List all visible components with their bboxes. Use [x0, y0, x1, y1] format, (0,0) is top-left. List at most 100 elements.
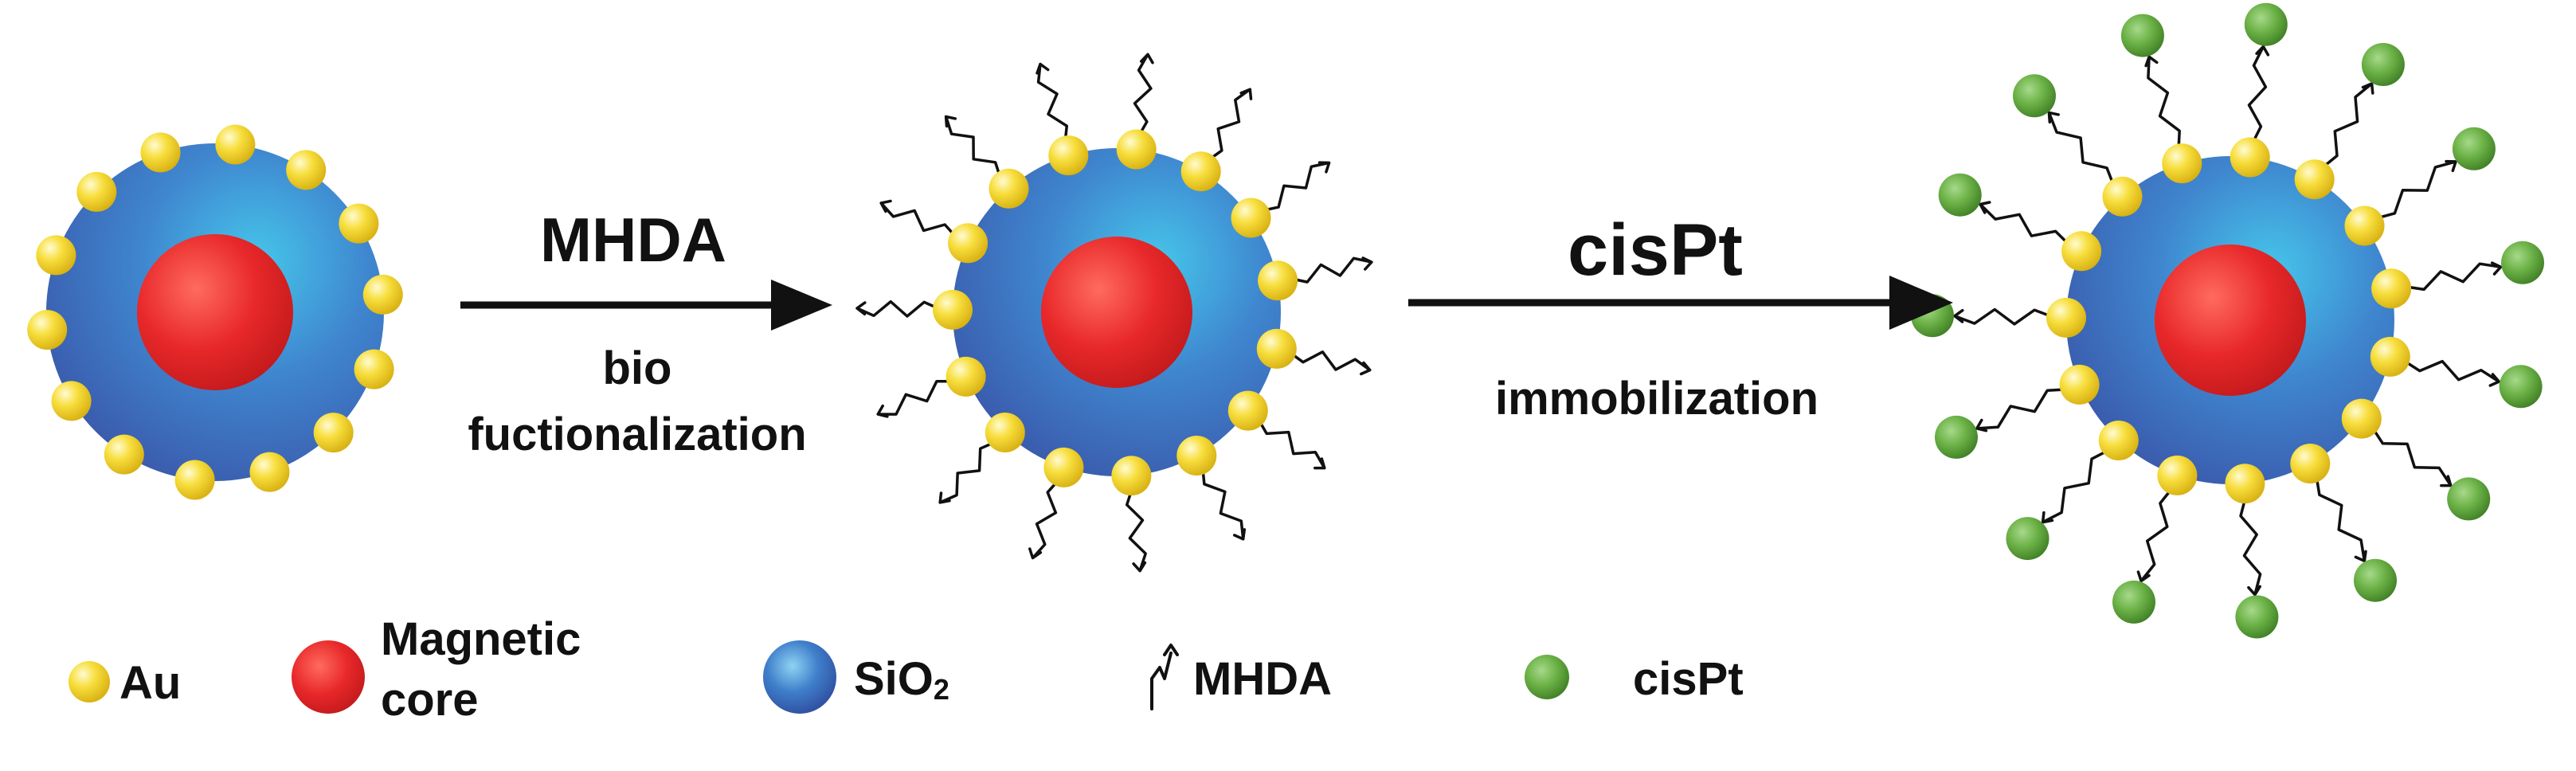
mhda-ligand — [2373, 159, 2457, 221]
cispt-molecule — [2120, 14, 2164, 57]
gold-nanoparticle — [2059, 364, 2100, 405]
legend-label-cispt: cisPt — [1633, 653, 1744, 705]
mhda-ligand — [1975, 388, 2070, 432]
gold-nanoparticle — [1258, 260, 1298, 301]
mhda-ligand — [2144, 55, 2181, 154]
mhda-ligand — [1205, 88, 1253, 163]
cispt-molecule — [2452, 127, 2496, 170]
legend-item-sio2: SiO2 — [763, 640, 949, 714]
mhda-ligand — [2239, 494, 2262, 597]
magnetic-core — [2155, 245, 2306, 396]
magnetic-core-icon — [292, 640, 365, 714]
legend-label-core-line1: Magnetic — [381, 613, 581, 665]
mhda-ligand — [938, 440, 999, 504]
gold-nanoparticle — [2225, 464, 2265, 504]
mhda-ligand — [1286, 350, 1372, 376]
gold-nanoparticle — [1231, 198, 1271, 238]
gold-nanoparticle — [2046, 297, 2086, 338]
gold-nanoparticle — [2371, 268, 2412, 309]
gold-nanoparticle — [104, 434, 144, 475]
gold-nanoparticle — [2230, 137, 2270, 178]
gold-nanoparticle — [1043, 447, 1084, 487]
gold-nanoparticle — [339, 203, 379, 244]
mhda-ligand — [2136, 485, 2175, 583]
cispt-molecule — [2361, 43, 2405, 86]
silica-sphere-icon — [763, 640, 836, 714]
cispt-molecule — [2447, 477, 2491, 521]
gold-nanoparticle-icon — [69, 661, 110, 703]
gold-nanoparticle — [2341, 398, 2382, 439]
mhda-ligand — [1035, 62, 1069, 146]
mhda-ligand — [855, 299, 942, 318]
gold-nanoparticle — [989, 168, 1029, 209]
mhda-ligand — [1125, 486, 1147, 573]
mhda-ligand — [1256, 416, 1326, 470]
cispt-molecule-icon — [1525, 655, 1569, 699]
mhda-ligand — [2247, 45, 2270, 147]
cispt-molecule — [2112, 580, 2155, 624]
gold-nanoparticle — [1180, 151, 1221, 192]
mhda-ligand — [1288, 256, 1373, 284]
gold-nanoparticle — [948, 223, 989, 264]
gold-nanoparticle — [2061, 231, 2102, 272]
legend-item-magnetic-core: Magnetic core — [292, 613, 581, 726]
legend-item-mhda: MHDA — [1150, 644, 1332, 710]
gold-nanoparticle — [1227, 390, 1268, 431]
mhda-ligand — [879, 199, 959, 240]
gold-nanoparticle — [362, 274, 403, 315]
gold-nanoparticle — [945, 356, 986, 397]
mhda-ligand — [2041, 448, 2112, 524]
legend: Au Magnetic core SiO2 MHDA cisPt — [69, 613, 1744, 726]
cispt-molecule — [2244, 2, 2288, 46]
mhda-ligand — [1259, 161, 1331, 213]
gold-nanoparticle — [76, 171, 117, 212]
cispt-molecule — [1938, 173, 1982, 217]
gold-nanoparticle — [286, 150, 327, 190]
gold-nanoparticle — [2157, 455, 2198, 495]
step-caption-line: bio — [603, 342, 672, 394]
step-reagent-mhda: MHDA — [540, 205, 726, 275]
gold-nanoparticle — [1256, 328, 1297, 369]
cispt-molecule — [2501, 241, 2544, 284]
gold-nanoparticle — [985, 413, 1025, 452]
legend-item-cispt: cisPt — [1525, 653, 1744, 705]
mhda-ligand — [1979, 201, 2073, 248]
gold-nanoparticle — [1116, 129, 1157, 170]
cispt-molecule — [2013, 74, 2056, 118]
gold-nanoparticle — [51, 381, 92, 421]
mhda-functionalized-nanoparticle — [855, 53, 1373, 573]
step-arrow-mhda — [460, 280, 832, 331]
gold-nanoparticle — [2162, 143, 2202, 184]
cispt-molecule — [2499, 365, 2543, 409]
mhda-ligand-icon — [1150, 644, 1179, 710]
gold-nanoparticle — [140, 132, 181, 173]
mhda-ligand — [944, 115, 1003, 182]
gold-nanoparticle — [1048, 135, 1089, 176]
gold-nanoparticle — [2344, 205, 2385, 246]
mhda-ligand — [2319, 82, 2374, 171]
mhda-ligand — [2314, 472, 2367, 563]
step-arrow-cispt — [1408, 276, 1953, 330]
gold-nanoparticle — [933, 289, 973, 330]
magnetic-core — [137, 234, 293, 390]
mhda-ligand — [1028, 477, 1062, 560]
legend-label-mhda: MHDA — [1193, 653, 1332, 705]
cispt-loaded-nanoparticle — [1911, 2, 2544, 639]
magnetic-core — [1041, 237, 1192, 388]
gold-nanoparticle — [2290, 444, 2331, 483]
cispt-molecule — [1935, 415, 1978, 459]
cispt-molecule — [2235, 595, 2279, 639]
mhda-ligand — [1200, 464, 1247, 541]
cispt-molecule — [2006, 517, 2049, 561]
step-caption-line: fuctionalization — [468, 409, 806, 460]
legend-item-au: Au — [69, 657, 181, 709]
gold-nanoparticle — [354, 349, 394, 389]
legend-label-au: Au — [119, 657, 181, 709]
gold-nanoparticle — [1176, 436, 1217, 476]
gold-nanoparticle — [1111, 456, 1152, 496]
gold-nanoparticle — [27, 310, 68, 350]
mhda-ligand — [2047, 111, 2116, 190]
legend-label-sio2: SiO2 — [854, 653, 949, 706]
bare-nanoparticle — [27, 124, 403, 500]
